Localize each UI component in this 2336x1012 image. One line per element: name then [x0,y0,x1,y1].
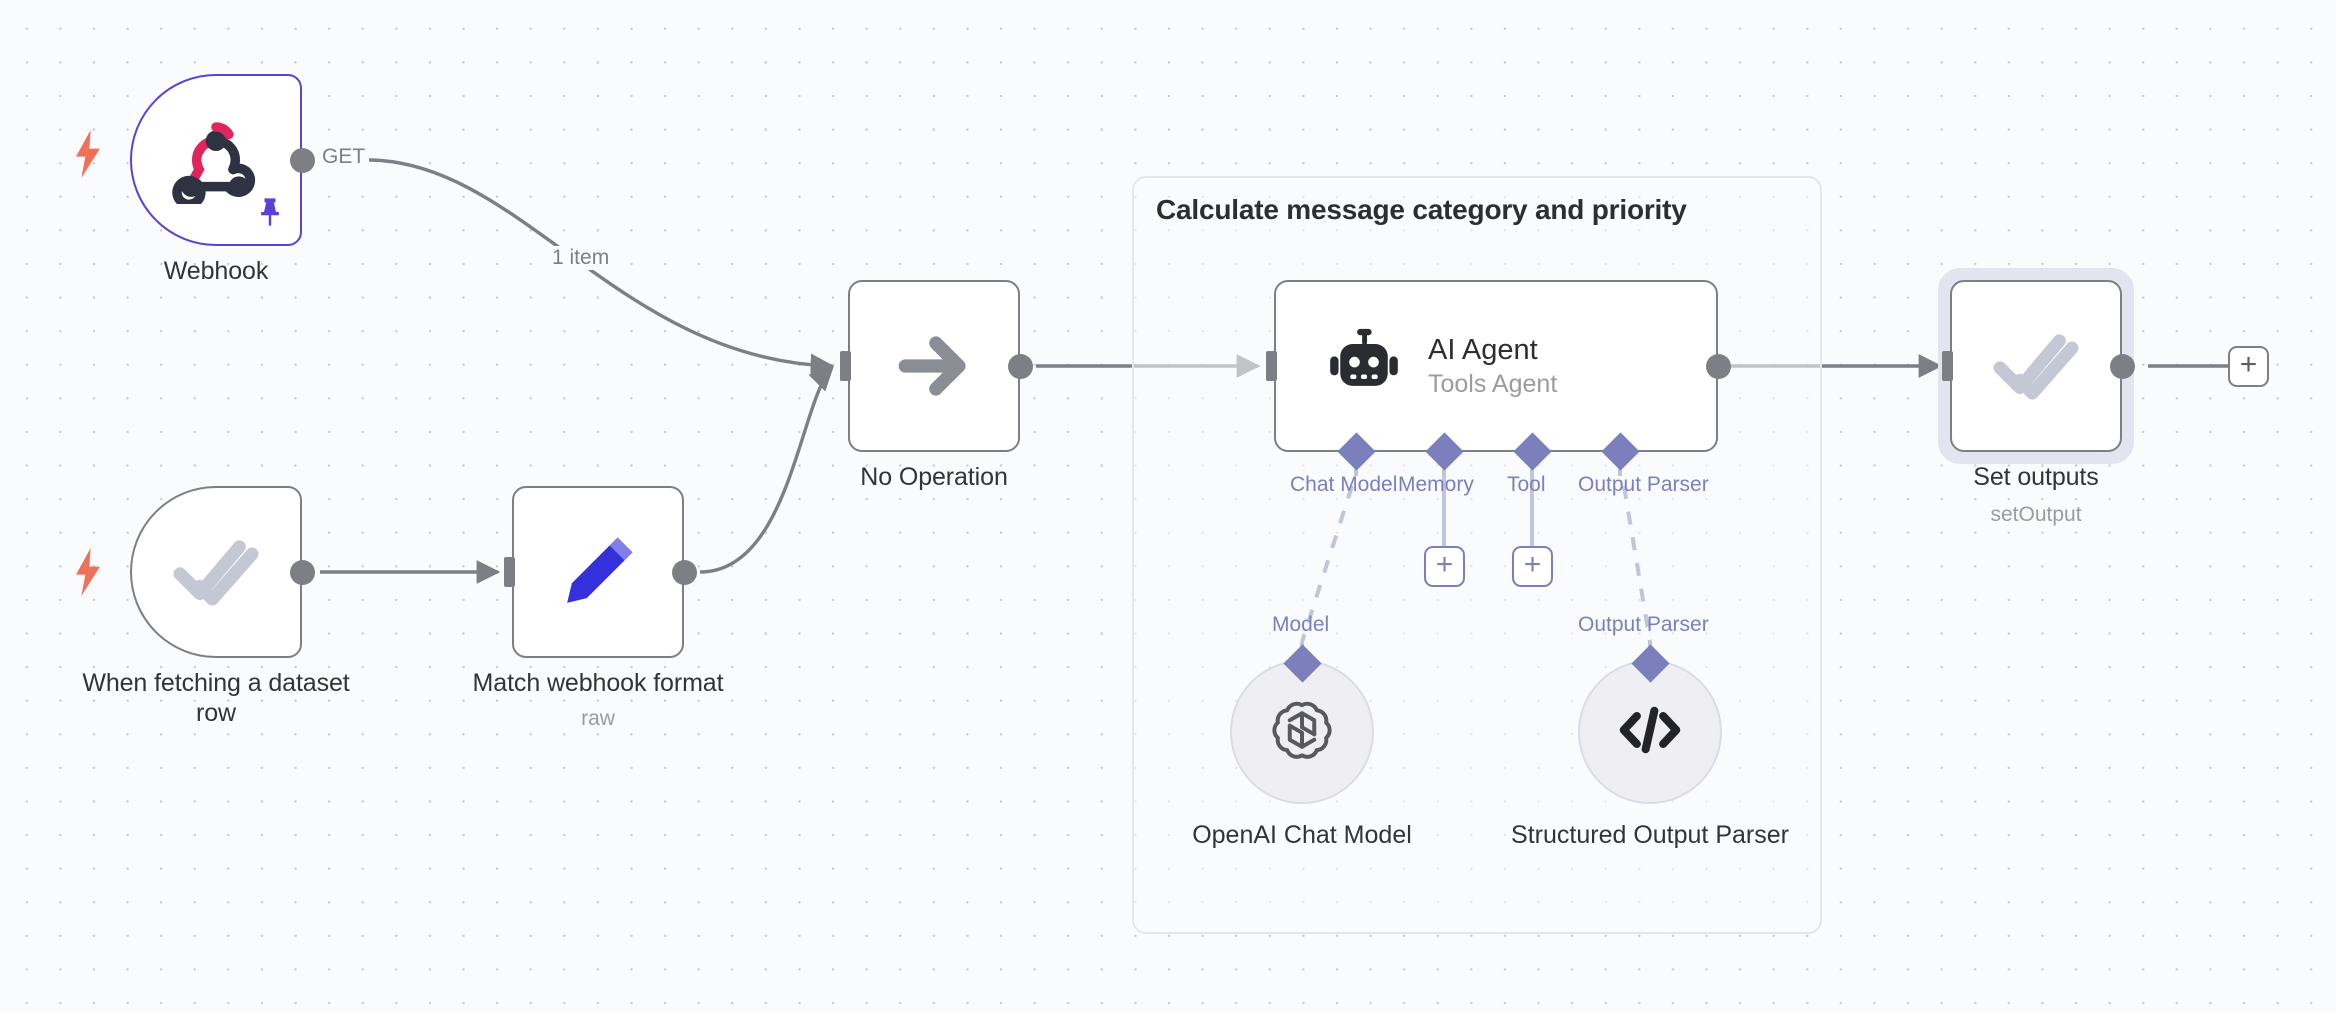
node-caption-match-webhook-format: Match webhook format [472,669,724,697]
wire-label-get: GET [318,145,370,169]
webhook-icon [132,76,300,244]
node-webhook[interactable] [130,74,302,246]
node-set-outputs[interactable] [1950,280,2122,452]
ai-agent-output-endpoint[interactable] [1706,354,1731,379]
connector-label-chat-model: Chat Model [1290,473,1398,496]
subnode-connector-label-output-parser: Output Parser [1578,613,1709,636]
node-no-operation[interactable] [848,280,1020,452]
set-outputs-input-endpoint[interactable] [1942,351,1953,381]
node-caption-openai-chat-model: OpenAI Chat Model [1192,821,1412,849]
node-match-webhook-format[interactable] [512,486,684,658]
node-openai-chat-model[interactable]: OpenAI Chat Model [1192,660,1412,849]
group-title: Calculate message category and priority [1156,194,1687,225]
node-caption-webhook: Webhook [163,257,269,285]
trigger-bolt-icon [72,130,104,183]
openai-logo-icon [1266,694,1338,771]
ai-agent-input-endpoint[interactable] [1266,351,1277,381]
node-structured-output-parser[interactable]: Structured Output Parser [1511,660,1789,849]
pencil-edit-icon [514,488,682,656]
connector-label-memory: Memory [1398,473,1474,496]
node-ai-agent[interactable]: AI Agent Tools Agent [1274,280,1718,452]
dataset-row-output-endpoint[interactable] [290,560,315,585]
arrow-right-icon [850,282,1018,450]
match-webhook-format-input-endpoint[interactable] [504,557,515,587]
set-outputs-output-endpoint[interactable] [2110,354,2135,379]
trigger-bolt-icon-2 [72,548,104,601]
add-memory-button[interactable]: + [1424,546,1465,587]
node-caption-set-outputs: Set outputs [1973,463,2099,491]
add-tool-button[interactable]: + [1512,546,1553,587]
pin-icon [256,197,284,232]
node-caption-structured-output-parser: Structured Output Parser [1511,821,1789,849]
no-operation-output-endpoint[interactable] [1008,354,1033,379]
node-subcaption-set-outputs: setOutput [1990,503,2082,526]
node-subcaption-match-webhook-format: raw [581,707,615,730]
add-node-button[interactable]: + [2228,346,2269,387]
connector-label-output-parser: Output Parser [1578,473,1709,496]
subnode-connector-label-model: Model [1272,613,1330,636]
code-brackets-icon [1615,701,1685,764]
wire-label-1-item: 1 item [548,246,614,270]
double-check-icon [132,488,300,656]
node-caption-no-operation: No Operation [860,463,1008,491]
node-when-fetching-a-dataset-row[interactable] [130,486,302,658]
double-check-icon-2 [1952,282,2120,450]
webhook-output-endpoint[interactable] [290,148,315,173]
node-caption-when-fetching-a-dataset-row: When fetching a dataset row [82,669,350,727]
match-webhook-format-output-endpoint[interactable] [672,560,697,585]
robot-icon [1326,326,1402,407]
ai-agent-title: AI Agent [1428,334,1538,366]
connector-label-tool: Tool [1507,473,1546,496]
ai-agent-subtitle: Tools Agent [1428,370,1558,398]
no-operation-input-endpoint[interactable] [840,351,851,381]
